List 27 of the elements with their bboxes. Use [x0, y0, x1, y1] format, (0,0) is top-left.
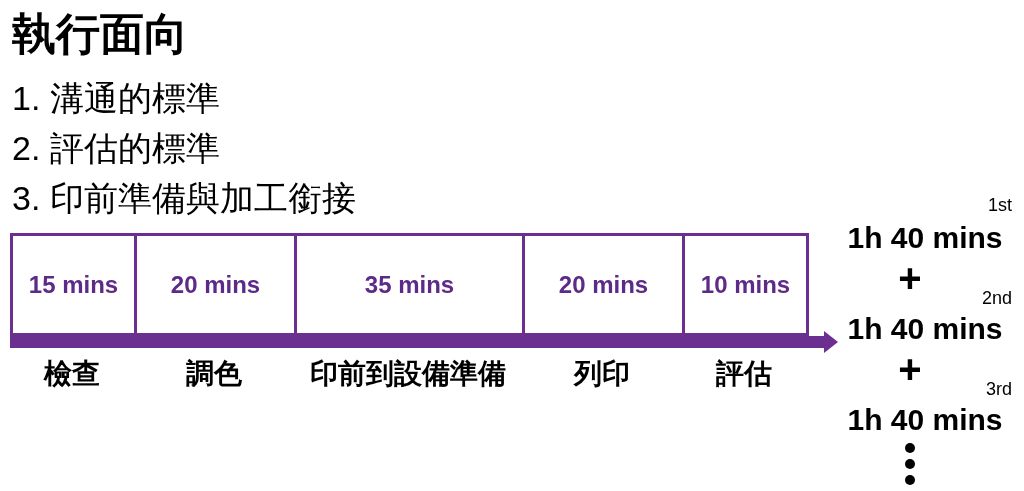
list-item: 2. 評估的標準 [12, 128, 221, 169]
duration-text: 20 mins [170, 269, 261, 300]
duration-total: 1h 40 mins [846, 402, 1004, 438]
duration-text: 35 mins [364, 269, 455, 300]
step-box [134, 233, 297, 336]
duration-text: 15 mins [28, 269, 119, 300]
duration-text: 10 mins [700, 269, 791, 300]
step-box [682, 233, 809, 336]
ordinal-label: 1st [987, 194, 1012, 216]
ordinal-label: 3rd [985, 378, 1012, 400]
list-item: 3. 印前準備與加工銜接 [12, 178, 357, 219]
plus-sign: + [897, 258, 923, 298]
step-box [10, 233, 137, 336]
step-label: 調色 [185, 357, 243, 391]
duration-total: 1h 40 mins [846, 220, 1004, 256]
title: 執行面向 [12, 8, 188, 60]
step-box [522, 233, 685, 336]
step-label: 評估 [715, 357, 773, 391]
step-box [294, 233, 525, 336]
step-label: 列印 [572, 357, 631, 391]
duration-text: 20 mins [558, 269, 649, 300]
list-item: 1. 溝通的標準 [12, 78, 221, 119]
duration-total: 1h 40 mins [846, 311, 1004, 347]
step-label: 檢查 [42, 357, 101, 391]
plus-sign: + [897, 349, 923, 389]
ordinal-label: 2nd [980, 287, 1012, 309]
step-label: 印前到設備準備 [309, 357, 507, 391]
